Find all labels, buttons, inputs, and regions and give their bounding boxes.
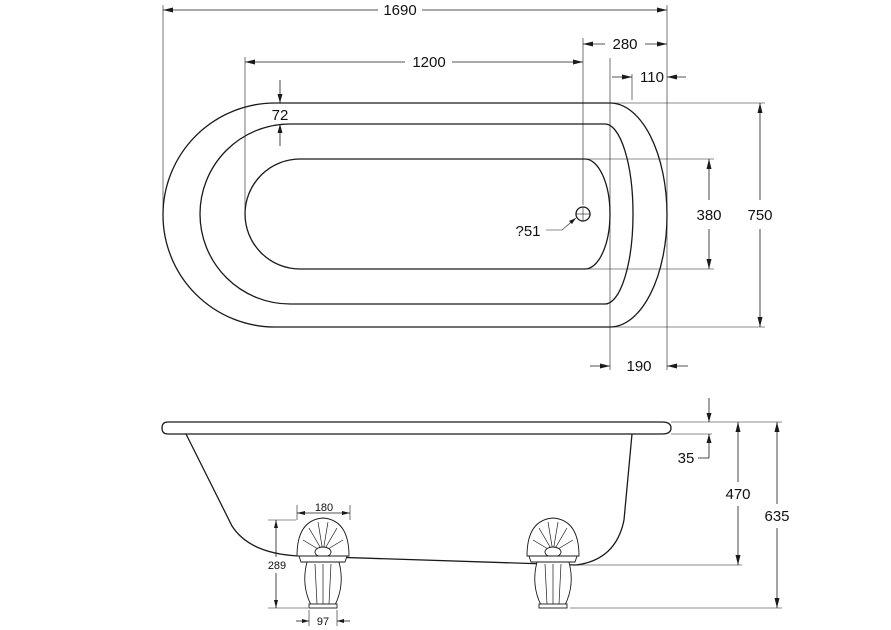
dim-rim-offset: 110 bbox=[612, 69, 686, 86]
label-rim-offset: 110 bbox=[640, 69, 664, 86]
tub-rim bbox=[161, 421, 672, 435]
dim-overall-width: 750 bbox=[747, 103, 773, 327]
drain-leader-line bbox=[546, 217, 577, 231]
tub-outer-outline bbox=[162, 102, 668, 328]
drain-icon bbox=[575, 206, 591, 222]
label-drain-diameter: ?51 bbox=[515, 223, 540, 240]
label-basin-width: 380 bbox=[696, 207, 721, 224]
label-rim-width: 72 bbox=[272, 107, 289, 124]
label-rim-thickness: 35 bbox=[678, 450, 695, 467]
top-view-extension-lines bbox=[162, 5, 765, 370]
basin-outline bbox=[244, 158, 611, 270]
label-foot-base-width: 97 bbox=[317, 616, 329, 628]
dim-overall-height: 635 bbox=[764, 422, 790, 608]
label-basin-length: 1200 bbox=[412, 54, 445, 71]
right-foot-icon bbox=[526, 517, 580, 609]
side-view bbox=[161, 421, 672, 566]
dim-tub-depth: 470 bbox=[725, 422, 751, 565]
label-drain-offset: 280 bbox=[612, 36, 637, 53]
rim-inner-outline bbox=[199, 123, 634, 305]
top-view bbox=[162, 102, 668, 328]
side-view-extension-lines bbox=[268, 421, 782, 626]
tub-side-body bbox=[185, 433, 633, 566]
dim-foot-height: 289 bbox=[268, 520, 286, 608]
label-tub-depth: 470 bbox=[725, 486, 750, 503]
label-overall-height: 635 bbox=[764, 508, 789, 525]
dim-rim-thickness: 35 bbox=[678, 398, 712, 467]
dim-foot-base-width: 97 bbox=[296, 615, 350, 628]
left-foot-icon bbox=[296, 517, 350, 609]
dim-basin-width: 380 bbox=[696, 159, 722, 269]
dim-rim-width: 72 bbox=[272, 80, 289, 146]
dim-drain-offset: 280 bbox=[583, 36, 667, 53]
dim-basin-length: 1200 bbox=[245, 54, 583, 71]
label-foot-height: 289 bbox=[268, 560, 286, 572]
label-end-offset: 190 bbox=[626, 358, 651, 375]
dim-foot-width: 180 bbox=[297, 501, 350, 515]
label-foot-width: 180 bbox=[315, 502, 333, 514]
label-overall-length: 1690 bbox=[383, 2, 416, 19]
dim-end-offset: 190 bbox=[590, 358, 688, 375]
dim-overall-length: 1690 bbox=[163, 2, 667, 19]
label-overall-width: 750 bbox=[747, 207, 772, 224]
